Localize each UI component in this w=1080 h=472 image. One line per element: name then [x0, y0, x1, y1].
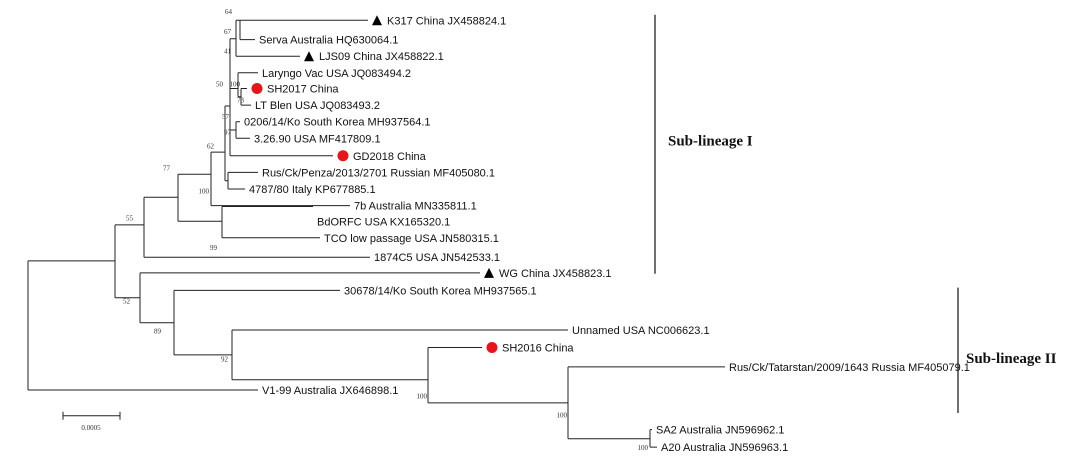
- branch: [649, 429, 657, 448]
- taxon-label: 3.26.90 USA MF417809.1: [254, 133, 381, 145]
- taxon-label: WG China JX458823.1: [499, 268, 612, 280]
- taxon-label: Rus/Ck/Tatarstan/2009/1643 Russia MF4050…: [729, 362, 970, 374]
- taxon-label: 1874C5 USA JN542533.1: [374, 252, 500, 264]
- branch: [240, 88, 251, 106]
- taxon-label: A20 Australia JN596963.1: [661, 442, 788, 454]
- clade-brackets: Sub-lineage I Sub-lineage II: [654, 14, 1057, 413]
- bootstrap-value: 41: [224, 47, 232, 55]
- branch: [567, 366, 725, 440]
- triangle-marker-icon: [304, 51, 314, 62]
- taxon-label: Laryngo Vac USA JQ083494.2: [262, 68, 411, 80]
- branch: [427, 347, 568, 404]
- branch: [139, 272, 480, 324]
- taxon-label: 30678/14/Ko South Korea MH937565.1: [344, 285, 537, 297]
- taxon-label: SA2 Australia JN596962.1: [656, 425, 784, 437]
- bootstrap-value: 64: [225, 8, 233, 16]
- taxon-label: Serva Australia HQ630064.1: [259, 35, 398, 47]
- bootstrap-value: 99: [210, 244, 218, 252]
- taxon-label: K317 China JX458824.1: [387, 15, 506, 27]
- taxon-label: GD2018 China: [353, 151, 427, 163]
- branch: [114, 224, 144, 299]
- circle-marker-icon: [251, 83, 263, 94]
- taxon-label: TCO low passage USA JN580315.1: [324, 233, 499, 245]
- tree-branches: [27, 19, 725, 448]
- branch: [227, 171, 258, 190]
- bootstrap-value: 77: [163, 165, 171, 173]
- bootstrap-value: 50: [216, 81, 224, 89]
- branch: [173, 289, 340, 356]
- bootstrap-value: 57: [222, 113, 230, 121]
- branch: [143, 196, 370, 258]
- bootstrap-value: 62: [207, 142, 215, 150]
- taxon-label: 4787/80 Italy KP677885.1: [249, 184, 376, 196]
- taxon-label: LT Blen USA JQ083493.2: [255, 100, 380, 112]
- bootstrap-value: 100: [638, 444, 649, 452]
- branch: [231, 329, 568, 381]
- branch: [229, 88, 238, 131]
- bootstrap-value: 100: [199, 188, 210, 196]
- tree-supports: 64 67 41 50 100 73 57 97 62 100 77 55 99 52 89 92 100 100…: [123, 8, 649, 452]
- bootstrap-value: 92: [221, 355, 229, 363]
- circle-marker-icon: [486, 342, 498, 354]
- branch: [210, 151, 350, 207]
- taxon-label: Unnamed USA NC006623.1: [572, 325, 710, 337]
- bootstrap-value: 55: [126, 214, 134, 222]
- bootstrap-value: 100: [417, 392, 428, 400]
- branch: [27, 260, 258, 391]
- branch: [235, 19, 300, 57]
- bootstrap-value: 73: [237, 96, 245, 104]
- branch: [221, 206, 320, 239]
- taxon-label: SH2017 China: [267, 84, 339, 96]
- taxon-label: SH2016 China: [502, 343, 574, 355]
- circle-marker-icon: [337, 150, 349, 162]
- taxon-label: 0206/14/Ko South Korea MH937564.1: [244, 117, 431, 129]
- taxon-label: LJS09 China JX458822.1: [319, 51, 444, 63]
- clade-label: Sub-lineage I: [668, 134, 753, 150]
- branch: [235, 121, 250, 139]
- triangle-marker-icon: [372, 15, 382, 26]
- taxon-label: 7b Australia MN335811.1: [354, 201, 477, 213]
- taxon-label: V1-99 Australia JX646898.1: [262, 385, 398, 397]
- bootstrap-value: 67: [224, 28, 232, 36]
- scale-bar-line: [62, 411, 121, 420]
- scale-bar-label: 0.0005: [81, 424, 101, 432]
- branch: [239, 19, 368, 41]
- branch: [177, 173, 222, 222]
- clade-label: Sub-lineage II: [966, 351, 1057, 367]
- taxon-label: BdORFC USA KX165320.1: [317, 216, 450, 228]
- triangle-marker-icon: [484, 267, 494, 278]
- bootstrap-value: 100: [557, 412, 568, 420]
- bootstrap-value: 52: [123, 297, 131, 305]
- taxon-label: Rus/Ck/Penza/2013/2701 Russian MF405080.…: [262, 167, 495, 179]
- bootstrap-value: 89: [154, 328, 162, 336]
- scale-bar: 0.0005: [62, 411, 121, 432]
- bootstrap-value: 97: [224, 129, 232, 137]
- bootstrap-value: 100: [230, 81, 241, 89]
